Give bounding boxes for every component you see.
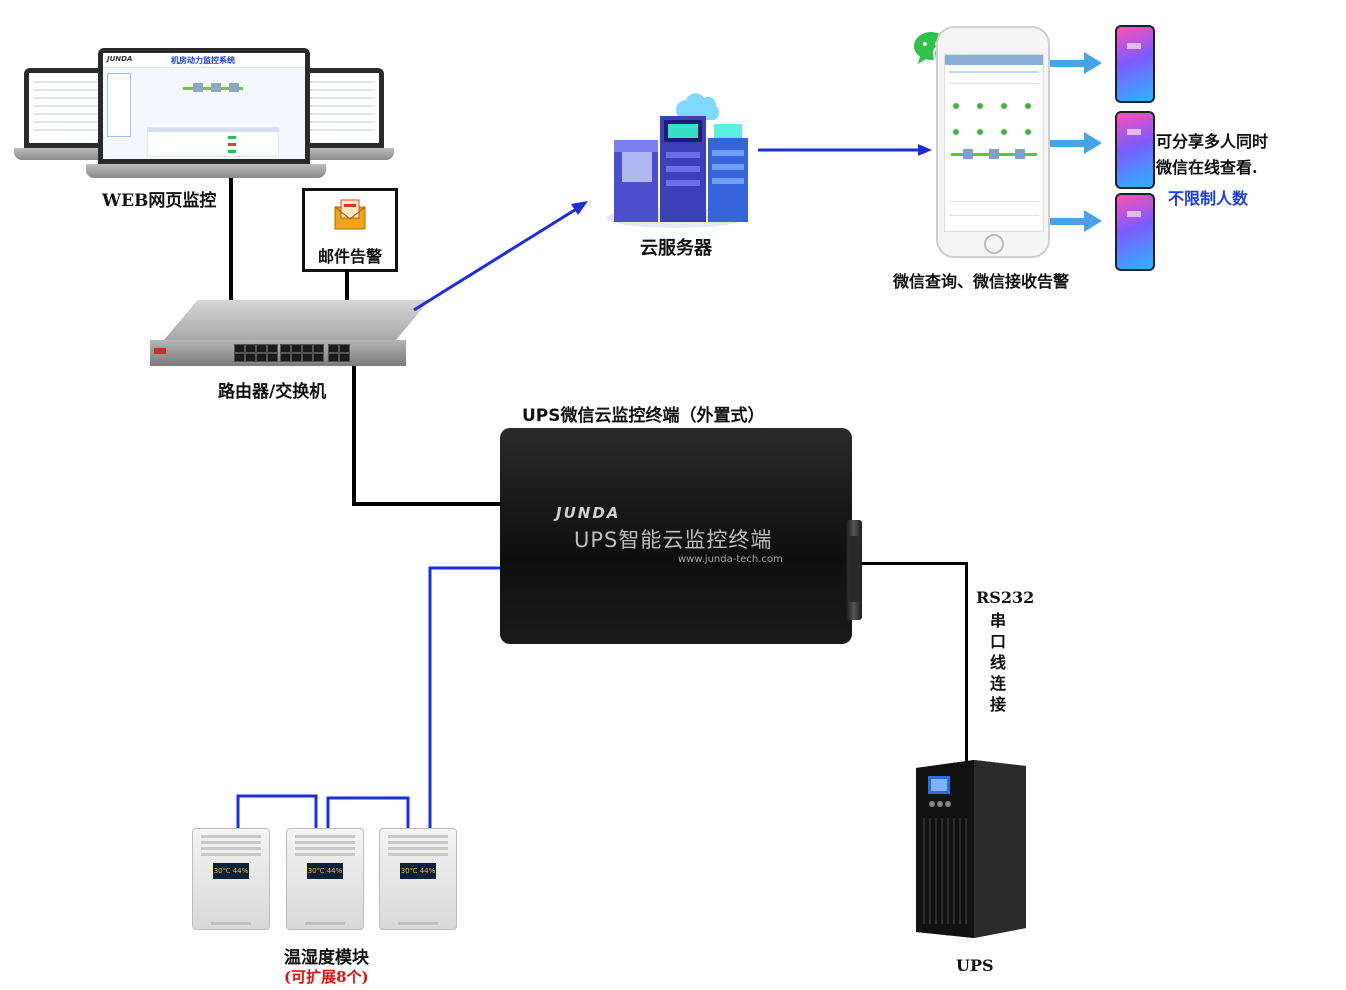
phone-home-button — [984, 234, 1004, 254]
web-screen-sidebar — [107, 73, 131, 137]
device-name: UPS智能云监控终端 — [574, 528, 773, 552]
right-laptop-base — [286, 148, 394, 160]
share-text-line2: 微信在线查看. — [1156, 158, 1258, 177]
share-text-line1: 可分享多人同时 — [1156, 132, 1269, 151]
serial-cable-label: 串 口 线 连 接 — [990, 611, 1010, 714]
sensor-2-display: 30℃ 44% — [307, 863, 343, 879]
shared-phone-1 — [1115, 25, 1155, 103]
cloud-server-illustration — [606, 88, 754, 230]
router-label: 路由器/交换机 — [218, 382, 327, 402]
sensor-3-display: 30℃ 44% — [400, 863, 436, 879]
device-brand: JUNDA — [556, 504, 621, 522]
wire-device-ups-v — [965, 562, 968, 764]
unlimited-text: 不限制人数 — [1168, 189, 1249, 208]
wire-device-ups-h — [860, 562, 968, 565]
switch-ports — [234, 344, 354, 362]
web-screen-diagram — [183, 79, 243, 97]
switch-front — [150, 340, 406, 366]
shared-phone-2 — [1115, 111, 1155, 189]
sensor-note: (可扩展8个) — [284, 968, 369, 986]
ups-label: UPS — [956, 956, 994, 975]
ups-tower — [914, 758, 1030, 940]
serial-char-3: 线 — [990, 653, 1007, 672]
temp-humidity-sensor-3: 30℃ 44% — [379, 828, 457, 930]
ups-cloud-terminal: JUNDA UPS智能云监控终端 www.junda-tech.com — [500, 428, 852, 644]
left-laptop-display — [29, 73, 111, 143]
wechat-phone-screen — [944, 54, 1044, 232]
temp-humidity-sensor-1: 30℃ 44% — [192, 828, 270, 930]
wire-switch-device-h — [352, 502, 504, 506]
web-screen-header: JUNDA 机房动力监控系统 — [103, 53, 305, 68]
wechat-phone — [936, 26, 1050, 258]
right-laptop-display — [301, 73, 379, 143]
terminal-title: UPS微信云监控终端（外置式） — [522, 406, 765, 426]
sensor-1-display: 30℃ 44% — [213, 863, 249, 879]
sensor-label: 温湿度模块 — [284, 948, 369, 968]
cloud-server-label: 云服务器 — [640, 238, 712, 259]
temp-humidity-sensor-2: 30℃ 44% — [286, 828, 364, 930]
email-alert-label: 邮件告警 — [317, 247, 382, 266]
serial-char-5: 接 — [990, 695, 1007, 714]
shared-phone-3 — [1115, 193, 1155, 271]
device-url: www.junda-tech.com — [678, 554, 783, 565]
rs232-label: RS232 — [976, 588, 1035, 607]
center-laptop-screen: JUNDA 机房动力监控系统 — [98, 48, 310, 164]
wechat-label: 微信查询、微信接收告警 — [893, 272, 1070, 291]
web-screen-brand: JUNDA — [107, 55, 133, 63]
wire-switch-device-v — [352, 366, 356, 506]
wire-laptop-switch — [229, 178, 233, 302]
wire-email-switch — [345, 269, 349, 302]
serial-char-1: 串 — [990, 611, 1007, 630]
db9-connector — [846, 520, 862, 620]
switch-logo — [154, 348, 166, 354]
web-screen-title: 机房动力监控系统 — [171, 56, 235, 65]
serial-char-4: 连 — [990, 674, 1007, 693]
web-monitor-label: WEB网页监控 — [102, 191, 217, 211]
web-screen-table — [147, 127, 279, 157]
right-laptop-screen — [296, 68, 384, 148]
center-laptop-display: JUNDA 机房动力监控系统 — [103, 53, 305, 159]
center-laptop-base — [86, 164, 326, 178]
serial-char-2: 口 — [990, 632, 1007, 651]
envelope-icon — [333, 197, 367, 231]
email-alert-box: 邮件告警 — [302, 188, 398, 272]
